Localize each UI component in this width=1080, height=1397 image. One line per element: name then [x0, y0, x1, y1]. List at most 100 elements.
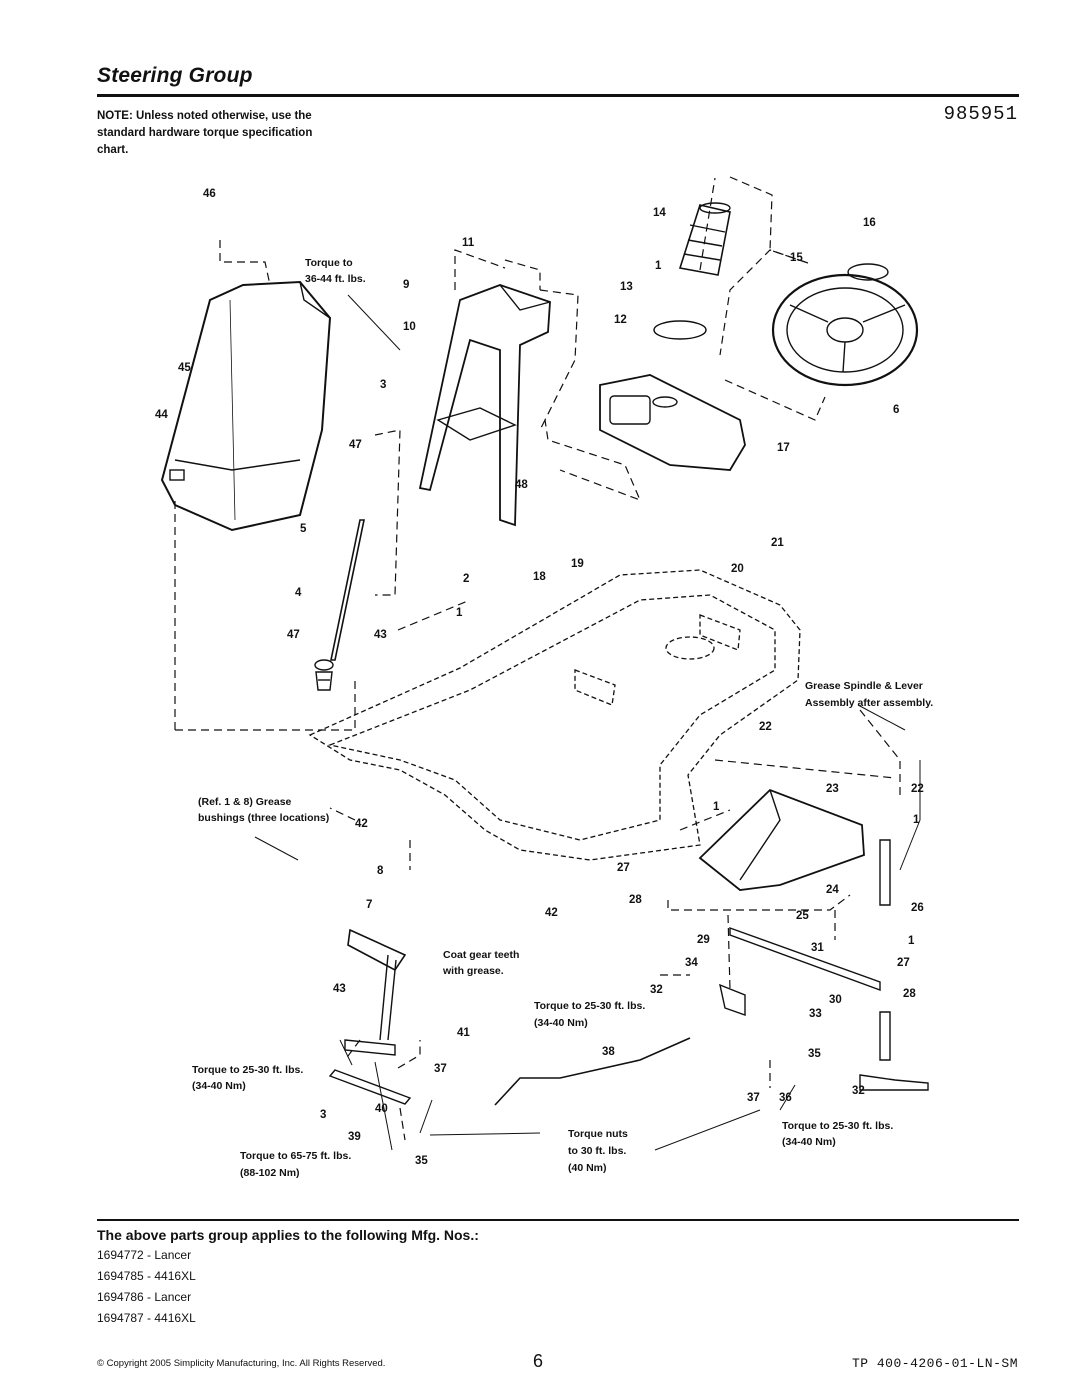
part-label: 38: [602, 1046, 615, 1058]
callout-torque-32-line1: Torque to 25-30 ft. lbs.: [534, 1000, 645, 1012]
list-item: 1694772 - Lancer: [97, 1248, 192, 1262]
steering-boot: [678, 202, 731, 276]
part-label: 2: [463, 573, 469, 585]
part-label: 5: [300, 523, 307, 535]
callout-torque-nuts-line1: Torque nuts: [568, 1128, 628, 1140]
part-label: 3: [380, 379, 386, 391]
callout-grease-spindle-line2: Assembly after assembly.: [805, 697, 933, 709]
part-label: 1: [713, 801, 720, 813]
callout-bushings-line2: bushings (three locations): [198, 812, 329, 824]
front-axle-bracket: [698, 788, 891, 906]
title-rule: [97, 94, 1019, 97]
part-label: 32: [650, 984, 663, 996]
document-number: 985951: [943, 103, 1018, 125]
steering-wheel: [771, 263, 919, 387]
part-label: 31: [811, 942, 824, 954]
callout-grease-spindle-line1: Grease Spindle & Lever: [805, 680, 923, 692]
part-label: 32: [852, 1085, 865, 1097]
part-label: 39: [348, 1131, 361, 1143]
part-label: 13: [620, 281, 633, 293]
part-label: 6: [893, 404, 899, 416]
part-label: 19: [571, 558, 584, 570]
part-label: 1: [655, 260, 662, 272]
callout-torque-36-44-line1: Torque to: [305, 257, 353, 269]
dash-cover-panel: [160, 280, 332, 532]
part-label: 11: [462, 237, 475, 249]
part-label: 10: [403, 321, 416, 333]
part-label: 21: [771, 537, 784, 549]
page-number: 6: [533, 1351, 544, 1371]
part-label: 3: [320, 1109, 326, 1121]
part-label: 30: [829, 994, 842, 1006]
part-label: 46: [203, 188, 216, 200]
page-title: Steering Group: [97, 64, 253, 87]
copyright-notice: © Copyright 2005 Simplicity Manufacturin…: [97, 1358, 386, 1369]
part-label: 1: [456, 607, 463, 619]
callout-torque-left-line1: Torque to 25-30 ft. lbs.: [192, 1064, 303, 1076]
part-label: 23: [826, 783, 839, 795]
part-label: 28: [903, 988, 916, 1000]
hardware-torque-note: NOTE: Unless noted otherwise, use the st…: [97, 110, 313, 156]
part-label: 29: [697, 934, 710, 946]
tractor-frame: [308, 569, 801, 861]
steering-column-support: [418, 284, 551, 527]
part-label: 8: [377, 865, 384, 877]
applies-to-heading: The above parts group applies to the fol…: [97, 1227, 479, 1243]
callout-bushings-line1: (Ref. 1 & 8) Grease: [198, 796, 292, 808]
part-label: 26: [911, 902, 924, 914]
part-label: 1: [913, 814, 920, 826]
sector-gear: [328, 928, 412, 1105]
part-label: 1: [908, 935, 915, 947]
part-label: 9: [403, 279, 409, 291]
part-label: 4: [295, 587, 302, 599]
callout-torque-nuts-line2: to 30 ft. lbs.: [568, 1145, 626, 1157]
part-label: 17: [777, 442, 790, 454]
part-label: 37: [434, 1063, 447, 1075]
part-label: 22: [911, 783, 924, 795]
part-label: 27: [897, 957, 910, 969]
callout-torque-right-line2: (34-40 Nm): [782, 1136, 836, 1148]
part-label: 28: [629, 894, 642, 906]
part-label: 24: [826, 884, 839, 896]
callout-torque-32-line2: (34-40 Nm): [534, 1017, 588, 1029]
callout-torque-36-44-line2: 36-44 ft. lbs.: [305, 273, 366, 285]
part-label: 12: [614, 314, 627, 326]
part-label: 35: [415, 1155, 428, 1167]
part-label: 42: [355, 818, 368, 830]
part-label: 22: [759, 721, 772, 733]
callout-torque-65-75-line1: Torque to 65-75 ft. lbs.: [240, 1150, 351, 1162]
callout-coat-gear-line2: with grease.: [442, 965, 504, 977]
part-label: 33: [809, 1008, 822, 1020]
part-label: 45: [178, 362, 191, 374]
mfg-number-list: 1694772 - Lancer 1694785 - 4416XL 169478…: [97, 1245, 196, 1329]
part-label: 18: [533, 571, 546, 583]
part-label: 44: [155, 409, 168, 421]
callout-torque-65-75-line2: (88-102 Nm): [240, 1167, 300, 1179]
part-label: 7: [366, 899, 372, 911]
callout-torque-left-line2: (34-40 Nm): [192, 1080, 246, 1092]
part-label: 14: [653, 207, 666, 219]
list-item: 1694786 - Lancer: [97, 1290, 192, 1304]
part-label: 43: [374, 629, 387, 641]
part-label: 47: [349, 439, 362, 451]
callout-coat-gear-line1: Coat gear teeth: [443, 949, 519, 961]
part-label: 41: [457, 1027, 470, 1039]
part-label: 15: [790, 252, 803, 264]
bearing-plate: [653, 320, 707, 340]
list-item: 1694785 - 4416XL: [97, 1269, 196, 1283]
applies-rule: [97, 1219, 1019, 1221]
part-label: 25: [796, 910, 809, 922]
steering-shaft: [314, 519, 365, 691]
part-label: 48: [515, 479, 528, 491]
part-label: 37: [747, 1092, 760, 1104]
part-label: 34: [685, 957, 698, 969]
callout-torque-right-line1: Torque to 25-30 ft. lbs.: [782, 1120, 893, 1132]
part-label: 20: [731, 563, 744, 575]
callout-torque-nuts-line3: (40 Nm): [568, 1162, 607, 1174]
part-label: 36: [779, 1092, 792, 1104]
manual-code: TP 400-4206-01-LN-SM: [851, 1356, 1018, 1371]
part-label: 43: [333, 983, 346, 995]
part-label: 42: [545, 907, 558, 919]
part-label: 27: [617, 862, 630, 874]
